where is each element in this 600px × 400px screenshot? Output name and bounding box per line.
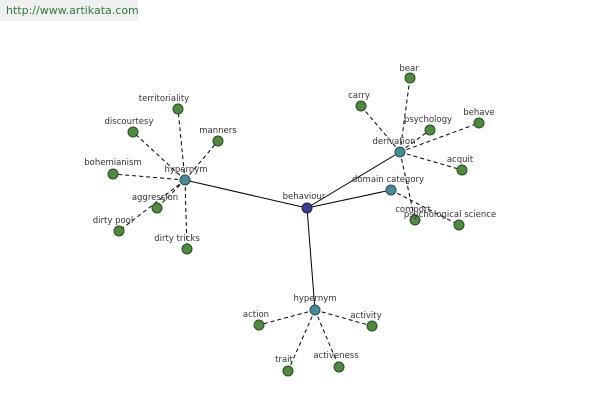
label-dirty-tricks: dirty tricks [154, 234, 200, 244]
edge-derivation-bear [399, 77, 411, 153]
label-derivation: derivation [372, 137, 415, 147]
label-discourtesy: discourtesy [105, 117, 154, 127]
node-carry[interactable] [355, 100, 367, 112]
label-action: action [243, 310, 269, 320]
node-behaviour[interactable] [301, 202, 313, 214]
node-trait[interactable] [282, 365, 294, 377]
node-psychology[interactable] [424, 124, 436, 136]
edge-hypernym-bottom-activity [314, 309, 373, 327]
node-dirty-pool[interactable] [113, 225, 125, 237]
node-manners[interactable] [212, 135, 224, 147]
edge-behaviour-hypernym-left [184, 179, 308, 209]
node-dirty-tricks[interactable] [181, 243, 193, 255]
label-acquit: acquit [447, 155, 474, 165]
label-carry: carry [348, 91, 370, 101]
node-hypernym-bottom[interactable] [309, 304, 321, 316]
node-behave[interactable] [473, 117, 485, 129]
node-action[interactable] [253, 319, 265, 331]
label-psychology: psychology [404, 115, 452, 125]
edge-hypernym-bottom-activeness [314, 309, 340, 368]
edge-behaviour-hypernym-bottom [306, 207, 316, 311]
edge-derivation-comport [399, 151, 416, 221]
edge-hypernym-bottom-action [258, 309, 316, 326]
label-activeness: activeness [313, 351, 359, 361]
label-behaviour: behaviour [283, 192, 326, 202]
node-hypernym-left[interactable] [179, 174, 191, 186]
node-derivation[interactable] [394, 146, 406, 158]
node-aggression[interactable] [151, 202, 163, 214]
label-dirty-pool: dirty pool [93, 216, 133, 226]
edge-derivation-acquit [399, 151, 463, 171]
label-trait: trait [275, 355, 293, 365]
node-discourtesy[interactable] [127, 126, 139, 138]
label-hypernym-left: hypernym [164, 165, 207, 175]
label-domain-category: domain category [352, 175, 424, 185]
source-url-label: http://www.artikata.com [0, 0, 139, 21]
node-acquit[interactable] [456, 164, 468, 176]
node-activeness[interactable] [333, 361, 345, 373]
label-behave: behave [463, 108, 494, 118]
label-bear: bear [399, 64, 419, 74]
node-activity[interactable] [366, 320, 378, 332]
edge-layer [112, 77, 480, 372]
node-psychological-science[interactable] [453, 219, 465, 231]
edge-hypernym-left-bohemianism [112, 173, 186, 181]
edge-hypernym-left-discourtesy [132, 131, 186, 181]
label-comport: comport [395, 205, 431, 215]
edge-derivation-behave [399, 122, 480, 153]
label-aggression: aggression [132, 193, 178, 203]
edge-hypernym-left-territoriality [177, 108, 186, 181]
node-territoriality[interactable] [172, 103, 184, 115]
label-psychological-science: psychological science [404, 210, 496, 220]
edge-derivation-psychology [399, 129, 431, 153]
edge-behaviour-domain-category [306, 189, 392, 209]
label-hypernym-bottom: hypernym [293, 294, 336, 304]
label-territoriality: territoriality [139, 94, 189, 104]
label-activity: activity [350, 311, 381, 321]
edge-hypernym-left-dirty-tricks [184, 179, 188, 250]
edge-behaviour-derivation [306, 151, 401, 209]
label-bohemianism: bohemianism [84, 158, 142, 168]
edge-derivation-carry [360, 105, 401, 153]
node-bohemianism[interactable] [107, 168, 119, 180]
node-comport[interactable] [409, 214, 421, 226]
edge-hypernym-left-manners [184, 140, 219, 181]
node-layer: behaviour hypernym territoriality discou… [84, 64, 496, 377]
label-manners: manners [199, 126, 237, 136]
node-bear[interactable] [404, 72, 416, 84]
node-domain-category[interactable] [385, 184, 397, 196]
edge-domain-category-psychological-science [390, 189, 460, 226]
